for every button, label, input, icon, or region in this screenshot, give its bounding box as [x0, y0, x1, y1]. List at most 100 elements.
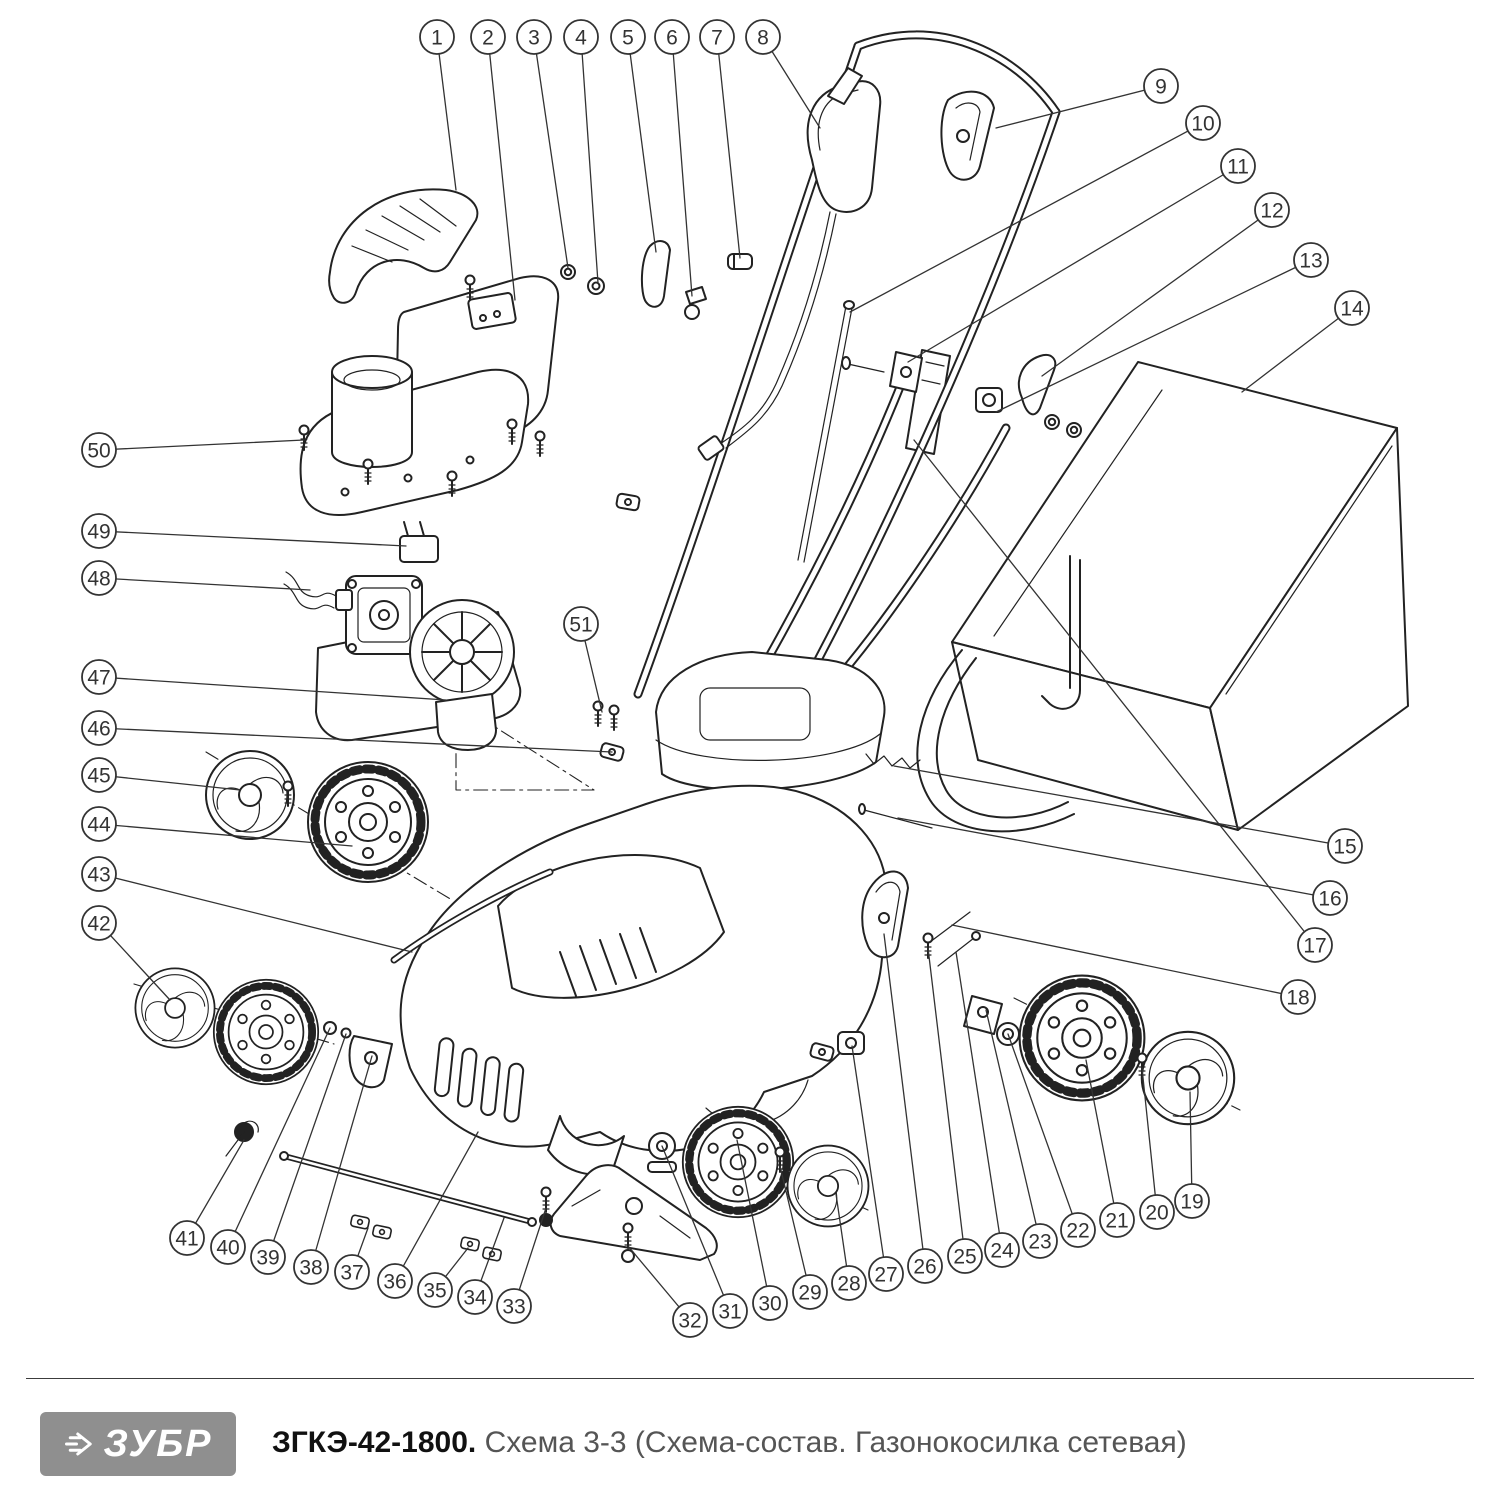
callout-22: 22 — [1007, 1033, 1096, 1248]
svg-text:18: 18 — [1286, 987, 1309, 1010]
svg-text:40: 40 — [216, 1237, 239, 1260]
svg-text:36: 36 — [383, 1271, 406, 1294]
callout-50: 50 — [81, 432, 305, 468]
part-wires — [283, 571, 353, 611]
part-hub-31 — [647, 1132, 677, 1173]
svg-text:19: 19 — [1180, 1191, 1203, 1214]
callout-2: 2 — [470, 19, 516, 301]
svg-text:41: 41 — [175, 1228, 198, 1251]
svg-text:26: 26 — [913, 1256, 936, 1279]
svg-text:4: 4 — [575, 27, 587, 50]
svg-text:14: 14 — [1340, 298, 1364, 321]
callout-49: 49 — [81, 513, 407, 549]
callout-18: 18 — [951, 924, 1316, 1015]
part-spring-15 — [865, 753, 921, 769]
part-wheel-cover-28 — [786, 1144, 870, 1228]
callout-5: 5 — [610, 19, 657, 253]
part-bracket-27 — [837, 1031, 865, 1055]
callout-15: 15 — [893, 765, 1363, 864]
svg-text:49: 49 — [87, 521, 110, 544]
callout-9: 9 — [995, 68, 1179, 129]
svg-text:32: 32 — [678, 1310, 701, 1333]
part-wheel-cover-45 — [205, 750, 295, 840]
svg-text:2: 2 — [482, 27, 494, 50]
callout-17: 17 — [913, 439, 1333, 963]
svg-text:12: 12 — [1260, 200, 1283, 223]
svg-text:50: 50 — [87, 440, 110, 463]
diagram-title: ЗГКЭ-42-1800. Схема 3-3 (Схема-состав. Г… — [272, 1426, 1187, 1460]
callout-47: 47 — [81, 659, 447, 701]
svg-text:28: 28 — [837, 1273, 860, 1296]
svg-text:42: 42 — [87, 913, 110, 936]
callout-26: 26 — [883, 933, 943, 1284]
part-rear-housing — [655, 651, 886, 791]
part-handle-joint — [841, 351, 1082, 438]
callout-28: 28 — [831, 1193, 867, 1301]
part-wheel-44 — [308, 762, 428, 882]
callout-1: 1 — [419, 19, 457, 191]
callout-40: 40 — [210, 1027, 331, 1265]
callout-8: 8 — [745, 19, 821, 129]
callout-23: 23 — [985, 1009, 1058, 1259]
part-wheel-21 — [1020, 976, 1145, 1101]
svg-text:13: 13 — [1299, 250, 1322, 273]
callout-11: 11 — [907, 148, 1256, 363]
callout-43: 43 — [81, 856, 413, 953]
part-height-lever-26 — [861, 870, 909, 959]
svg-text:8: 8 — [757, 27, 769, 50]
svg-text:9: 9 — [1155, 76, 1167, 99]
callout-27: 27 — [851, 1045, 904, 1292]
brand-name: ЗУБР — [103, 1422, 213, 1465]
zubr-logo: ЗУБР — [40, 1412, 236, 1476]
callout-4: 4 — [563, 19, 599, 284]
part-bracket-23 — [963, 995, 1020, 1046]
svg-text:17: 17 — [1303, 935, 1326, 958]
callout-34: 34 — [457, 1217, 505, 1315]
callout-19: 19 — [1174, 1091, 1210, 1219]
callout-42: 42 — [81, 905, 171, 1001]
callout-6: 6 — [654, 19, 693, 297]
callout-30: 30 — [736, 1139, 788, 1321]
callout-14: 14 — [1241, 290, 1370, 393]
part-side-rail — [390, 868, 554, 964]
callout-41: 41 — [169, 1139, 245, 1256]
svg-text:21: 21 — [1105, 1210, 1128, 1233]
zubr-arrow-icon — [64, 1432, 92, 1456]
callout-33: 33 — [496, 1207, 547, 1324]
svg-text:43: 43 — [87, 864, 110, 887]
callout-48: 48 — [81, 560, 311, 596]
svg-text:23: 23 — [1028, 1231, 1051, 1254]
part-hardware-top — [560, 240, 753, 320]
svg-text:10: 10 — [1191, 113, 1214, 136]
diagram-subtitle: Схема 3-3 (Схема-состав. Газонокосилка с… — [476, 1426, 1187, 1459]
svg-text:22: 22 — [1066, 1220, 1089, 1243]
svg-text:29: 29 — [798, 1282, 821, 1305]
svg-text:37: 37 — [340, 1262, 363, 1285]
callout-20: 20 — [1139, 1067, 1175, 1230]
svg-text:48: 48 — [87, 568, 110, 591]
callout-32: 32 — [627, 1245, 708, 1338]
part-capacitor — [399, 521, 439, 563]
svg-text:34: 34 — [463, 1287, 487, 1310]
svg-text:27: 27 — [874, 1264, 897, 1287]
callout-12: 12 — [1041, 192, 1290, 377]
model-number: ЗГКЭ-42-1800. — [272, 1426, 477, 1459]
svg-text:16: 16 — [1318, 888, 1341, 911]
callout-39: 39 — [250, 1033, 347, 1275]
svg-text:51: 51 — [569, 614, 592, 637]
part-axle-rod — [279, 1151, 537, 1227]
svg-text:20: 20 — [1145, 1202, 1168, 1225]
part-wheel-cover-19 — [1140, 1030, 1236, 1126]
part-grass-catcher — [916, 361, 1409, 833]
svg-text:47: 47 — [87, 667, 110, 690]
svg-text:7: 7 — [711, 27, 723, 50]
callout-3: 3 — [516, 19, 569, 269]
callout-13: 13 — [995, 242, 1329, 413]
callout-46: 46 — [81, 710, 613, 753]
svg-text:44: 44 — [87, 814, 111, 837]
part-motor — [315, 575, 522, 751]
footer: ЗУБР ЗГКЭ-42-1800. Схема 3-3 (Схема-сост… — [0, 1378, 1500, 1500]
svg-text:15: 15 — [1333, 836, 1356, 859]
callout-38: 38 — [293, 1055, 373, 1285]
part-wheel-30 — [683, 1107, 793, 1217]
